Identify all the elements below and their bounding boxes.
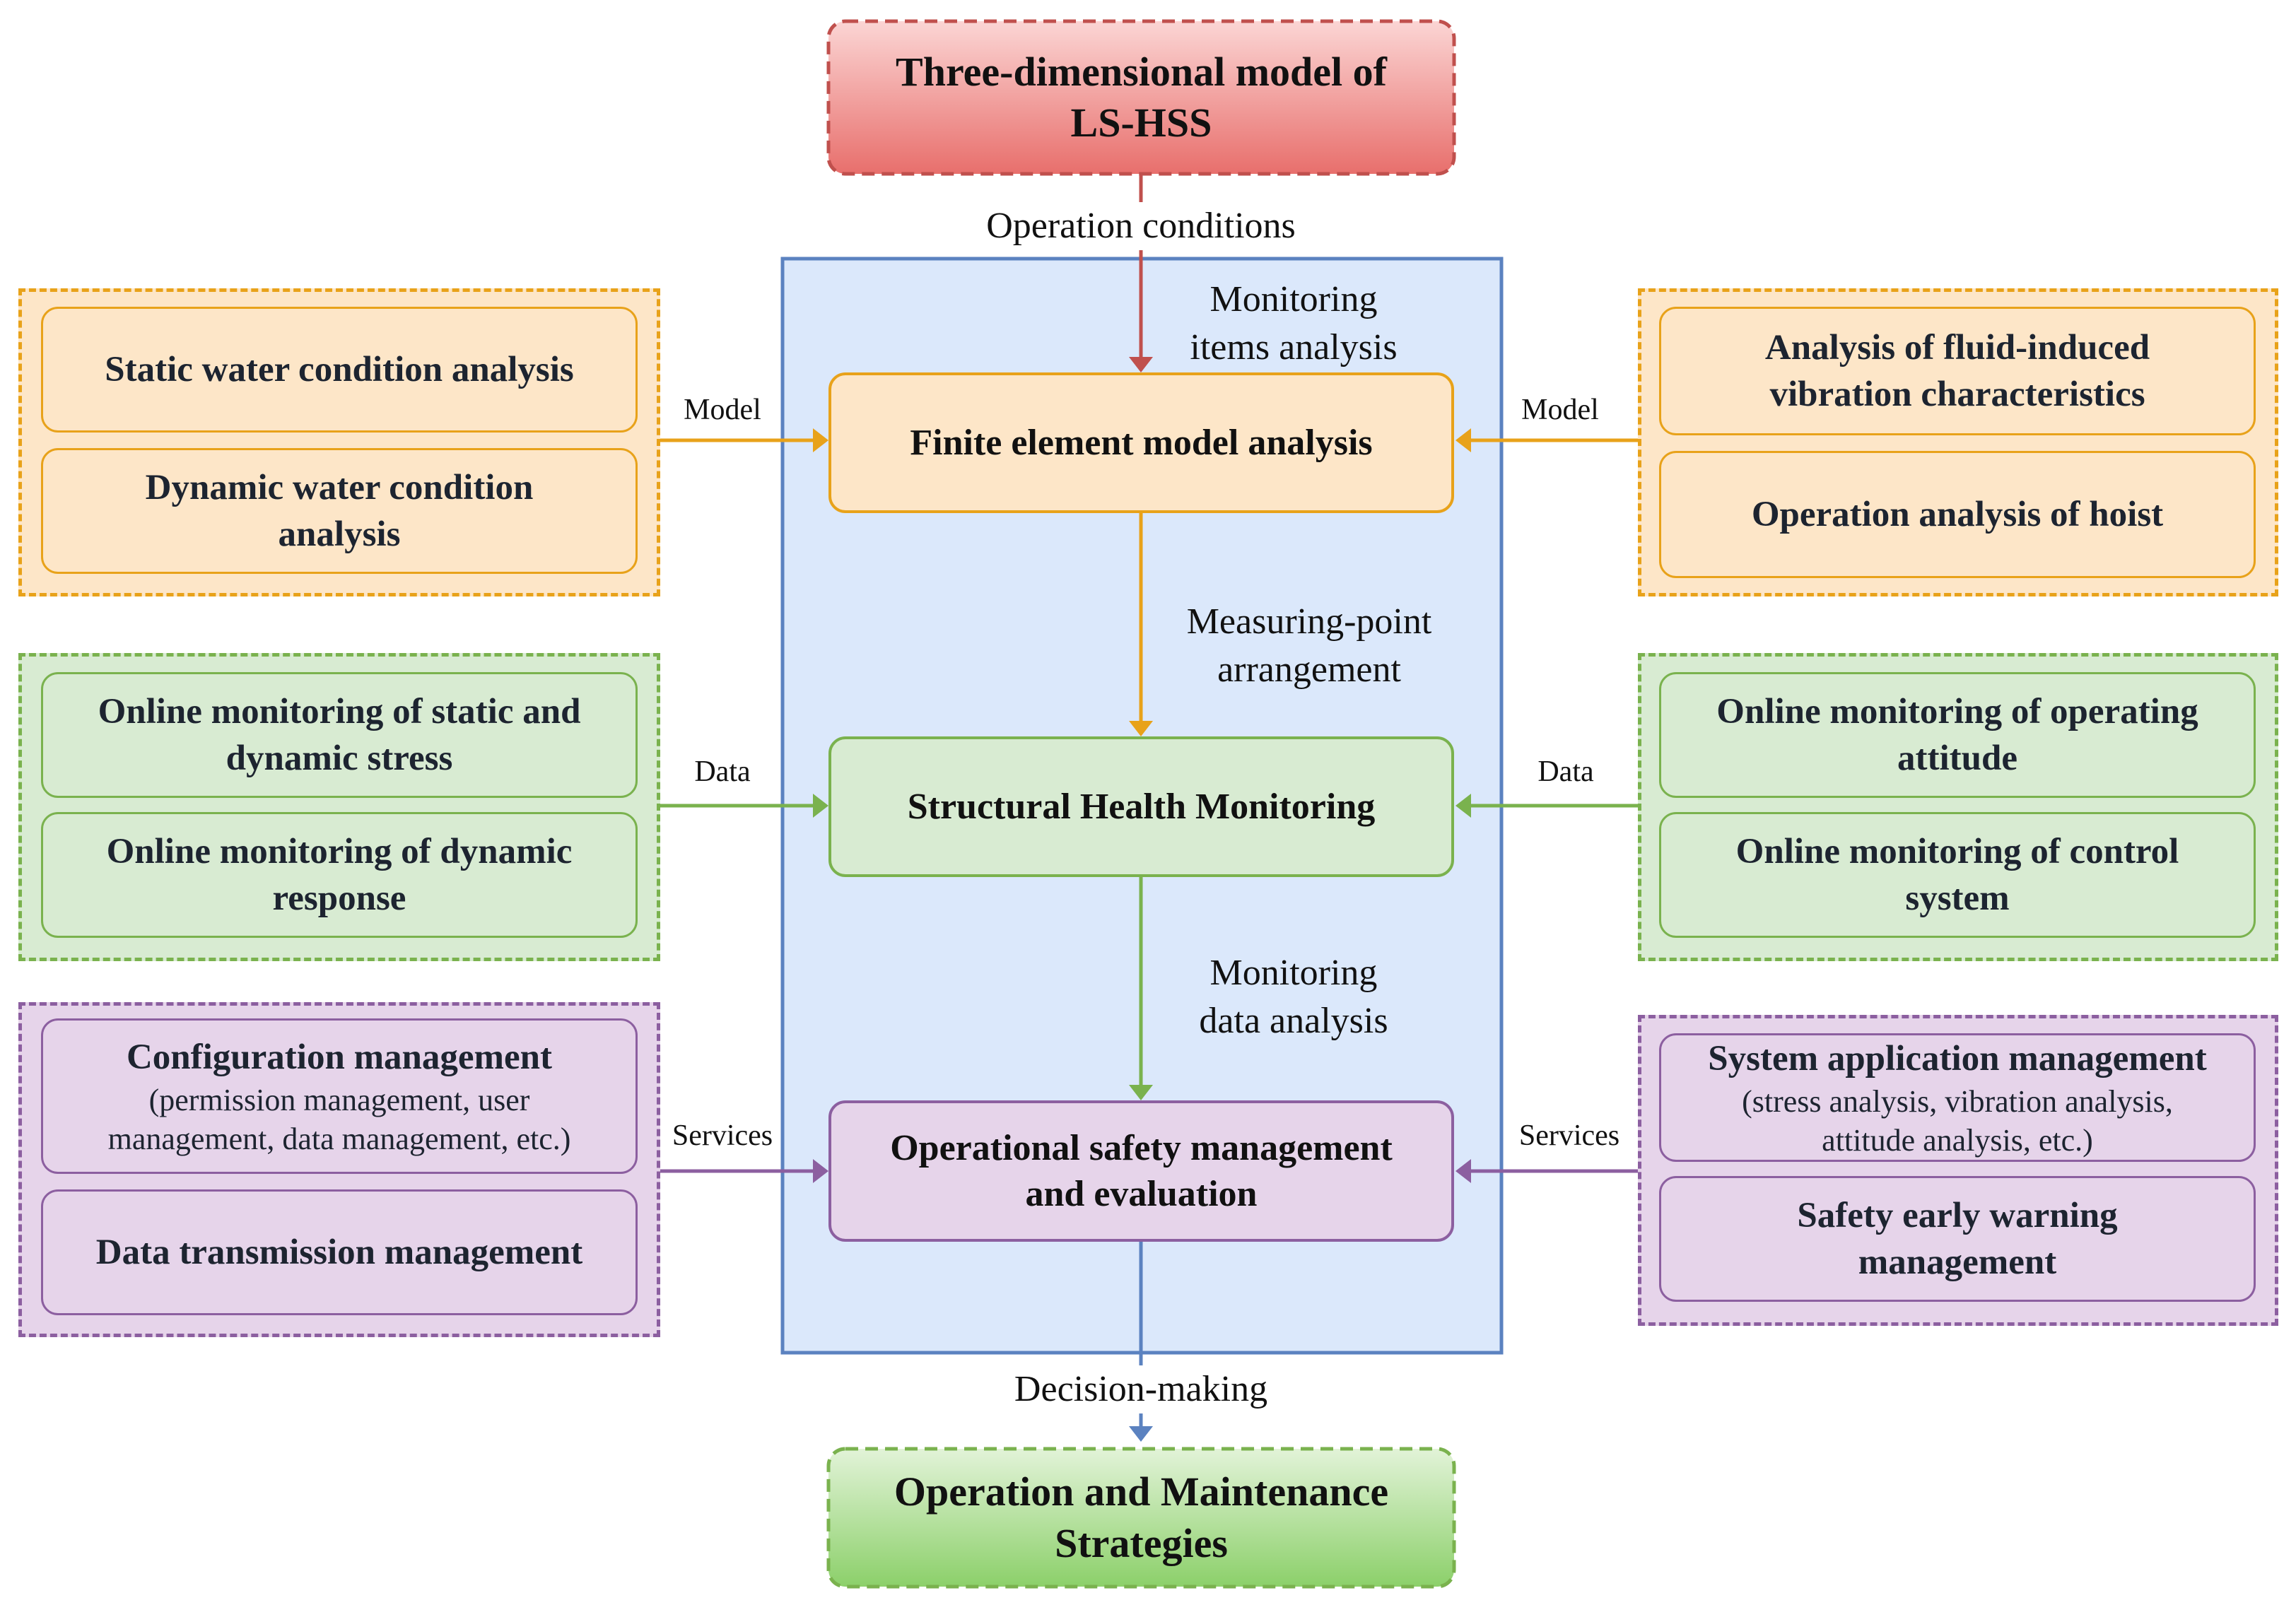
dynamic-response-monitoring: Online monitoring of dynamic response	[41, 812, 638, 938]
arrowhead-services-right	[1456, 1159, 1471, 1183]
osm-label-line2: and evaluation	[1025, 1174, 1258, 1214]
label-measuring-point: Measuring-point arrangement	[1186, 601, 1432, 690]
label-data-left: Data	[694, 756, 751, 788]
shm-node: Structural Health Monitoring	[828, 736, 1454, 877]
arrowhead-services-left	[813, 1159, 828, 1183]
top-node-line2: LS-HSS	[1070, 100, 1212, 146]
top-node-3d-model: Three-dimensional model of LS-HSS	[828, 21, 1454, 174]
bottom-node-line2: Strategies	[1055, 1519, 1228, 1566]
shm-label: Structural Health Monitoring	[907, 787, 1376, 827]
arrowhead-fem-top	[1129, 357, 1153, 372]
label-model-left: Model	[684, 394, 761, 426]
fem-analysis-node: Finite element model analysis	[828, 372, 1454, 513]
configuration-management: Configuration management (permission man…	[41, 1018, 638, 1174]
arrowhead-shm-top	[1129, 721, 1153, 736]
bottom-node-bg	[826, 1447, 1456, 1589]
arrowhead-osm-top	[1129, 1085, 1153, 1100]
static-water-analysis: Static water condition analysis	[41, 307, 638, 433]
fluid-induced-vibration-analysis: Analysis of fluid-induced vibration char…	[1659, 307, 2256, 435]
system-application-management: System application management (stress an…	[1659, 1033, 2256, 1162]
top-node-line1: Three-dimensional model of	[896, 48, 1387, 95]
label-services-left: Services	[672, 1119, 773, 1152]
hoist-operation-analysis: Operation analysis of hoist	[1659, 451, 2256, 578]
label-monitoring-data: Monitoring data analysis	[1199, 953, 1388, 1041]
label-services-right: Services	[1518, 1119, 1620, 1152]
label-operation-conditions: Operation conditions	[982, 202, 1300, 250]
operating-attitude-monitoring: Online monitoring of operating attitude	[1659, 672, 2256, 798]
dynamic-water-analysis: Dynamic water condition analysis	[41, 448, 638, 574]
data-transmission-management: Data transmission management	[41, 1189, 638, 1315]
static-dynamic-stress-monitoring: Online monitoring of static and dynamic …	[41, 672, 638, 798]
arrowhead-model-left	[813, 428, 828, 452]
fem-analysis-label: Finite element model analysis	[910, 423, 1373, 463]
arrowhead-model-right	[1456, 428, 1471, 452]
osm-label-line1: Operational safety management	[890, 1128, 1393, 1168]
top-node-bg	[826, 19, 1456, 176]
arrowhead-bottom	[1129, 1426, 1153, 1442]
safety-early-warning-management: Safety early warning management	[1659, 1176, 2256, 1302]
label-data-right: Data	[1538, 756, 1594, 788]
osm-node: Operational safety management and evalua…	[828, 1100, 1454, 1242]
arrowhead-data-right	[1456, 794, 1471, 818]
bottom-node-line1: Operation and Maintenance	[894, 1469, 1389, 1515]
arrowhead-data-left	[813, 794, 828, 818]
control-system-monitoring: Online monitoring of control system	[1659, 812, 2256, 938]
bottom-node-om-strategies: Operation and Maintenance Strategies	[828, 1449, 1454, 1587]
label-monitoring-items: Monitoring items analysis	[1190, 279, 1398, 368]
label-model-right: Model	[1521, 394, 1599, 426]
label-decision-making: Decision-making	[1009, 1365, 1272, 1413]
